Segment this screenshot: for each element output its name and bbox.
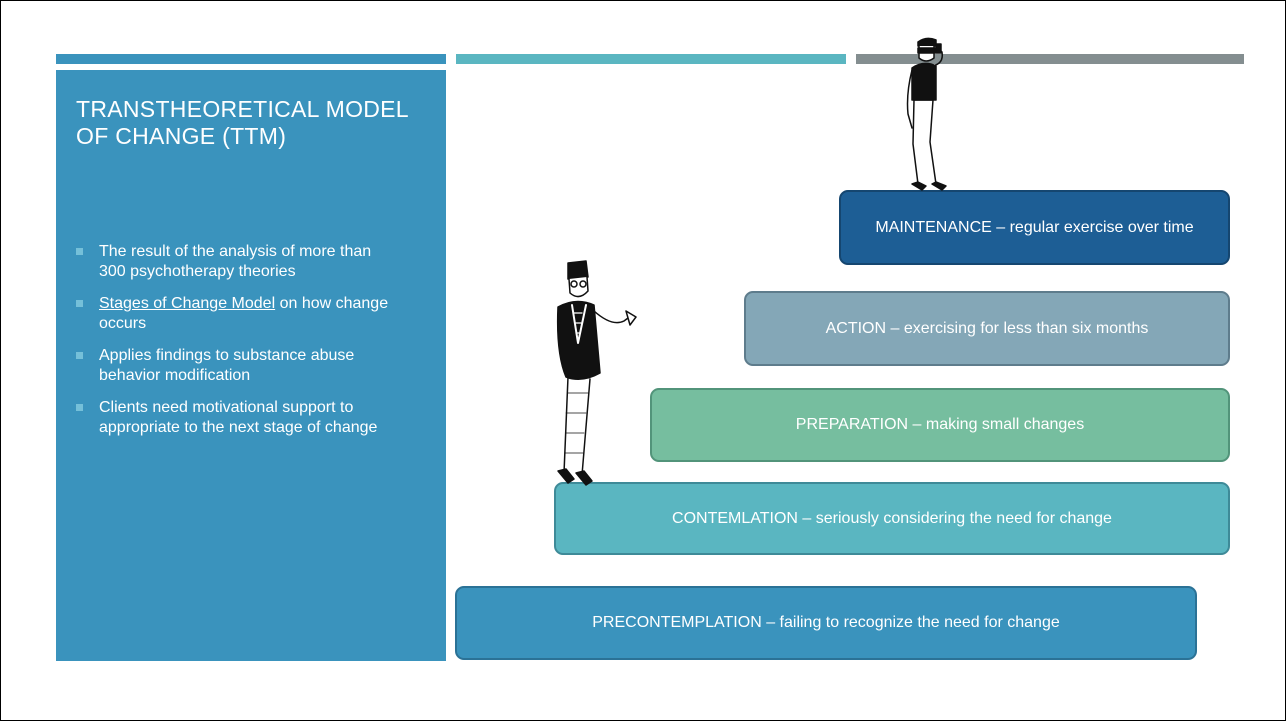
slide-title: TRANSTHEORETICAL MODEL OF CHANGE (TTM) (76, 96, 409, 149)
accent-bar-blue (56, 54, 446, 64)
stage-maintenance: MAINTENANCE – regular exercise over time (839, 190, 1230, 265)
square-bullet-icon (76, 248, 83, 255)
accent-bar-teal (456, 54, 846, 64)
bullet-item: Clients need motivational support to app… (76, 398, 396, 438)
title-panel: TRANSTHEORETICAL MODEL OF CHANGE (TTM) T… (56, 70, 446, 661)
bullet-list: The result of the analysis of more than … (76, 242, 396, 450)
square-bullet-icon (76, 300, 83, 307)
square-bullet-icon (76, 352, 83, 359)
stages-of-change-link[interactable]: Stages of Change Model (99, 295, 276, 312)
man-with-phone-illustration (906, 37, 947, 191)
accent-bar-gray (856, 54, 1244, 64)
stage-action: ACTION – exercising for less than six mo… (744, 291, 1230, 366)
stage-preparation: PREPARATION – making small changes (650, 388, 1230, 462)
bullet-item: Applies findings to substance abuse beha… (76, 346, 396, 386)
square-bullet-icon (76, 404, 83, 411)
bullet-item: The result of the analysis of more than … (76, 242, 396, 282)
stage-contemplation: CONTEMLATION – seriously considering the… (554, 482, 1230, 555)
stage-precontemplation: PRECONTEMPLATION – failing to recognize … (455, 586, 1197, 660)
man-in-tunic-illustration (556, 260, 637, 486)
bullet-item: Stages of Change Model on how change occ… (76, 294, 396, 334)
